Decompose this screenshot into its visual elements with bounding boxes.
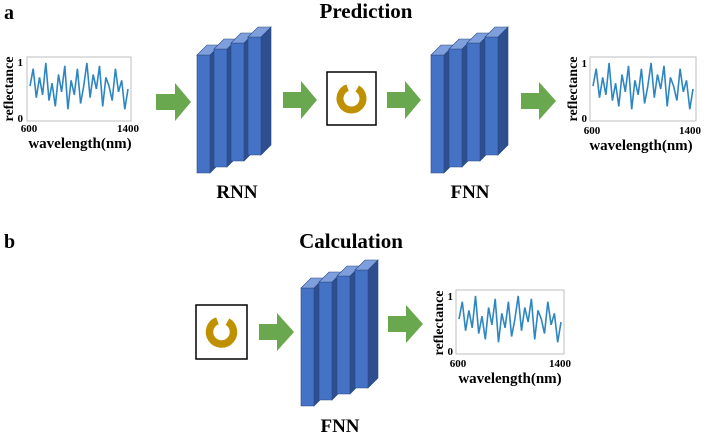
y-min-tick: 0 [18,113,24,125]
spectrum-curve [592,62,694,110]
output-spectrum-plot: 1 0 600 1400 wavelength(nm) reflectance [432,289,572,387]
y-axis-label: reflectance [566,56,581,121]
y-min-tick: 0 [448,346,454,358]
panel-b-letter: b [4,231,15,253]
layer-front-face [300,287,315,407]
y-axis-label: reflectance [432,290,447,355]
ring-structure-box [195,304,248,360]
x-max-tick: 1400 [549,358,572,370]
y-axis-label: reflectance [2,56,17,121]
arrow-right [156,83,191,121]
arrow-right [388,305,423,343]
layer-front-face [247,36,262,156]
layer-top-face [354,259,379,271]
spectrum-curve [29,62,129,110]
rnn-layer-stack [196,26,272,174]
layer-front-face [448,48,463,168]
layer-front-face [196,54,211,174]
output-spectrum-plot: 1 0 600 1400 wavelength(nm) reflectance [566,56,702,154]
arrow-right [521,82,556,120]
rnn-label: RNN [216,182,257,203]
input-spectrum-plot: 1 0 600 1400 wavelength(nm) reflectance [2,56,140,152]
panel-a-title: Prediction [320,0,413,23]
spectrum-curve [458,295,562,343]
panel-b-title: Calculation [299,229,403,253]
layer-front-face [466,42,481,162]
network-layer [484,26,509,156]
ring-frame [195,304,248,360]
fnn-layer-stack [300,259,379,407]
layer-front-face [430,54,445,174]
y-max-tick: 1 [18,57,24,69]
layer-side-face [367,259,379,389]
layer-side-face [497,26,509,156]
x-axis-label: wavelength(nm) [458,371,561,387]
fnn-label: FNN [450,182,489,203]
x-min-tick: 600 [584,125,601,137]
ring-structure-box [326,71,377,126]
x-axis-label: wavelength(nm) [589,138,692,154]
ring-frame [326,71,377,126]
y-max-tick: 1 [448,291,454,303]
x-axis-label: wavelength(nm) [28,136,131,152]
layer-front-face [484,36,499,156]
x-max-tick: 1400 [679,125,702,137]
y-max-tick: 1 [582,58,588,70]
x-min-tick: 600 [21,123,38,135]
layer-top-face [484,26,509,38]
network-layer [354,259,379,389]
layer-side-face [260,26,272,156]
layer-front-face [354,269,369,389]
layer-top-face [247,26,272,38]
fnn-layer-stack [430,26,509,174]
x-min-tick: 600 [450,358,467,370]
ring-icon [336,84,367,114]
fnn-label: FNN [320,416,359,434]
layer-front-face [230,42,245,162]
ring-icon [205,317,238,348]
panel-a-letter: a [4,2,14,24]
layer-front-face [336,275,351,395]
layer-front-face [318,281,333,401]
arrow-right [259,313,294,351]
y-min-tick: 0 [582,113,588,125]
arrow-right [283,81,317,119]
network-layer [247,26,272,156]
x-max-tick: 1400 [117,123,140,135]
arrow-right [387,81,421,119]
layer-front-face [213,48,228,168]
